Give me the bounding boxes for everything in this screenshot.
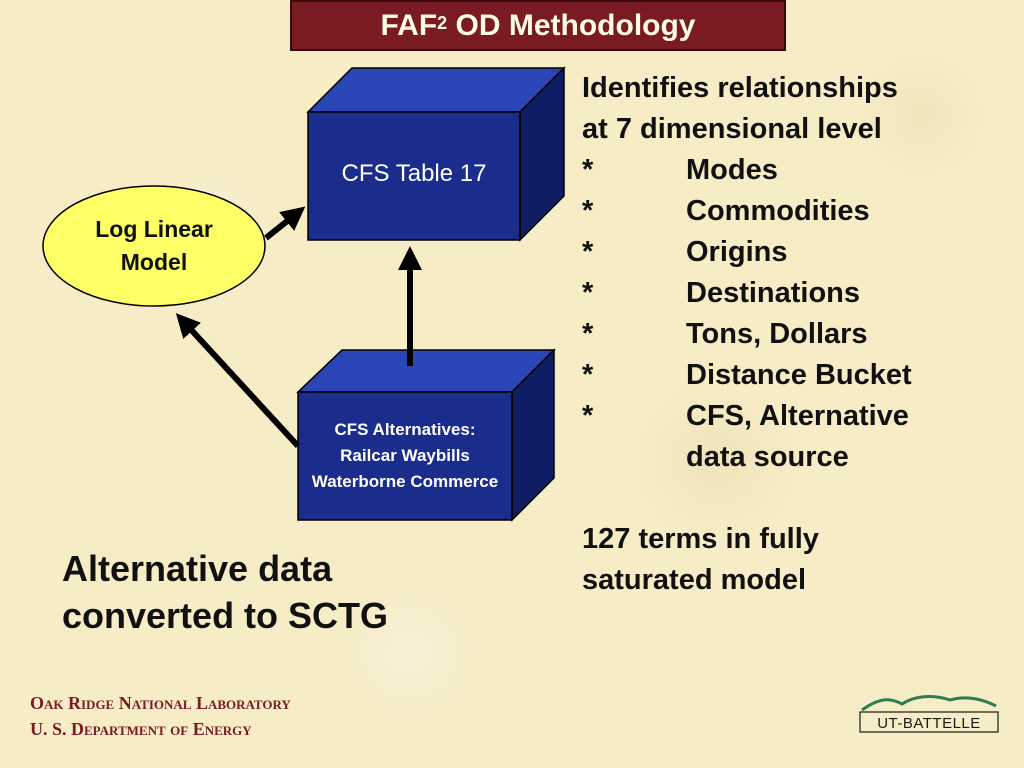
terms-line-1: 127 terms in fully: [582, 523, 819, 555]
cfs-alternatives-line-3: Waterborne Commerce: [311, 472, 499, 491]
bullet-marker: *: [582, 359, 594, 391]
bullet-item: * Commodities: [582, 191, 1012, 232]
note-line-1: Alternative data: [62, 548, 333, 589]
bullet-item: * Origins: [582, 232, 1012, 273]
bullet-continuation-row: data source: [582, 437, 1012, 478]
cfs-alternatives-box-top: [296, 349, 556, 393]
bullet-item: * Tons, Dollars: [582, 314, 1012, 355]
cfs-table-box: [306, 66, 566, 242]
bullet-item: * Distance Bucket: [582, 355, 1012, 396]
cfs-table-label: CFS Table 17: [341, 160, 487, 187]
log-linear-ellipse: [42, 185, 266, 307]
arrow-model-to-table: [264, 206, 306, 241]
bullet-item: * Destinations: [582, 273, 1012, 314]
bullet-item: * CFS, Alternative: [582, 396, 1012, 437]
bullet-item: * Modes: [582, 150, 1012, 191]
title-suffix: OD Methodology: [447, 8, 696, 42]
bullet-marker: *: [582, 195, 594, 227]
logo-mountain-icon: [861, 695, 997, 712]
cfs-alternatives-line-2: Railcar Waybills: [340, 446, 470, 465]
bullet-text: Tons, Dollars: [686, 318, 868, 350]
title-prefix: FAF: [380, 8, 438, 42]
intro-line-1: Identifies relationships: [582, 72, 898, 104]
bullet-text: Commodities: [686, 195, 870, 227]
bullet-text: Destinations: [686, 277, 861, 309]
intro-line-2: at 7 dimensional level: [582, 113, 882, 145]
relationships-text: Identifies relationships at 7 dimensiona…: [582, 68, 1012, 601]
bullet-continuation: data source: [686, 441, 849, 473]
log-linear-line-1: Log Linear: [95, 216, 213, 242]
bullet-text: CFS, Alternative: [686, 400, 909, 432]
bullet-text: Distance Bucket: [686, 359, 912, 391]
cfs-alternatives-line-1: CFS Alternatives:: [334, 420, 476, 439]
ut-battelle-logo: UT-BATTELLE: [859, 695, 999, 733]
cfs-alternatives-box: [296, 348, 556, 522]
bullet-marker: *: [582, 400, 594, 432]
bullet-text: Origins: [686, 236, 788, 268]
bullet-marker: *: [582, 154, 594, 186]
org-line-1: Oak Ridge National Laboratory: [30, 693, 291, 713]
bullet-text: Modes: [686, 154, 778, 186]
logo-frame: [859, 711, 999, 733]
bullet-indent: [582, 437, 686, 478]
bullet-marker: *: [582, 277, 594, 309]
cfs-alternatives-box-front: [297, 391, 513, 521]
title-superscript: 2: [437, 13, 448, 33]
note-line-2: converted to SCTG: [62, 595, 389, 636]
spacer: [582, 478, 1012, 519]
cfs-table-box-front: [307, 111, 521, 241]
log-linear-line-2: Model: [120, 249, 188, 275]
footer-organization: Oak Ridge National Laboratory U. S. Depa…: [30, 690, 291, 742]
cfs-alternatives-label: CFS Alternatives: Railcar Waybills Water…: [288, 392, 522, 520]
logo-text: UT-BATTELLE: [877, 715, 981, 732]
bullet-marker: *: [582, 318, 594, 350]
org-line-2: U. S. Department of Energy: [30, 719, 252, 739]
arrow-alternatives-to-model: [175, 313, 301, 449]
log-linear-label: Log Linear Model: [44, 188, 264, 304]
alternative-data-note: Alternative data converted to SCTG: [62, 545, 462, 639]
terms-line-2: saturated model: [582, 564, 806, 596]
bullet-marker: *: [582, 236, 594, 268]
